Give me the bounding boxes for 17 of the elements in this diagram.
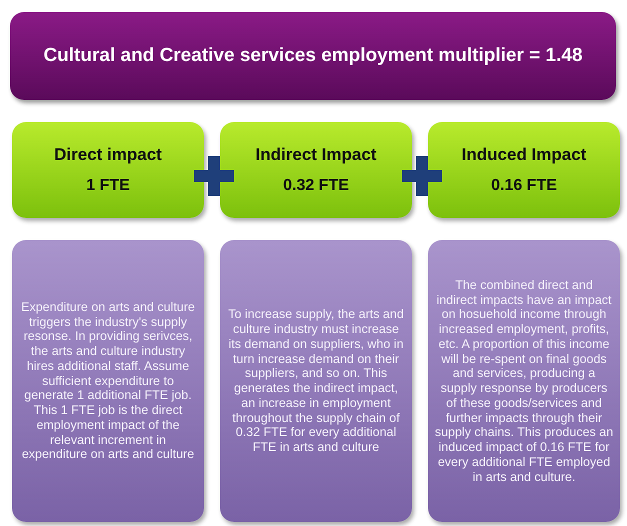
impact-heading: Direct impact: [54, 145, 162, 165]
impact-heading: Indirect Impact: [256, 145, 376, 165]
description-text: The combined direct and indirect impacts have an impact on hosuehold income through increased employment, profits, etc. A proportion of this income will be re-spent on final goods and services, producing a supply response by producers of these goods/services and further impacts through their supply chains. This produces an induced impact of 0.16 FTE for every additional FTE employed in arts and culture.: [434, 278, 614, 484]
description-box: [220, 240, 412, 522]
impact-box: [220, 122, 412, 218]
impact-box: [428, 122, 620, 218]
description-text: Expenditure on arts and culture triggers the industry's supply resonse. In providing serivces, the arts and culture industry hires additional staff. Assume sufficient expenditure to generate 1 additional FTE job. This 1 FTE job is the direct employment impact of the relevant increment in expenditure on arts and culture: [20, 300, 196, 462]
impact-heading: Induced Impact: [462, 145, 586, 165]
impact-box: [12, 122, 204, 218]
impact-value: 1 FTE: [86, 177, 130, 195]
title-text: Cultural and Creative services employment multiplier = 1.48: [43, 45, 583, 67]
impact-value: 0.16 FTE: [491, 177, 557, 195]
impact-value: 0.32 FTE: [283, 177, 349, 195]
description-box: [12, 240, 204, 522]
description-box: [428, 240, 620, 522]
title-banner: [10, 12, 616, 100]
description-text: To increase supply, the arts and culture industry must increase its demand on suppliers, who in turn increase demand on their suppliers, and so on. This generates the indirect impact, an increase in employment throughout the supply chain of 0.32 FTE for every additional FTE in arts and culture: [227, 307, 405, 455]
